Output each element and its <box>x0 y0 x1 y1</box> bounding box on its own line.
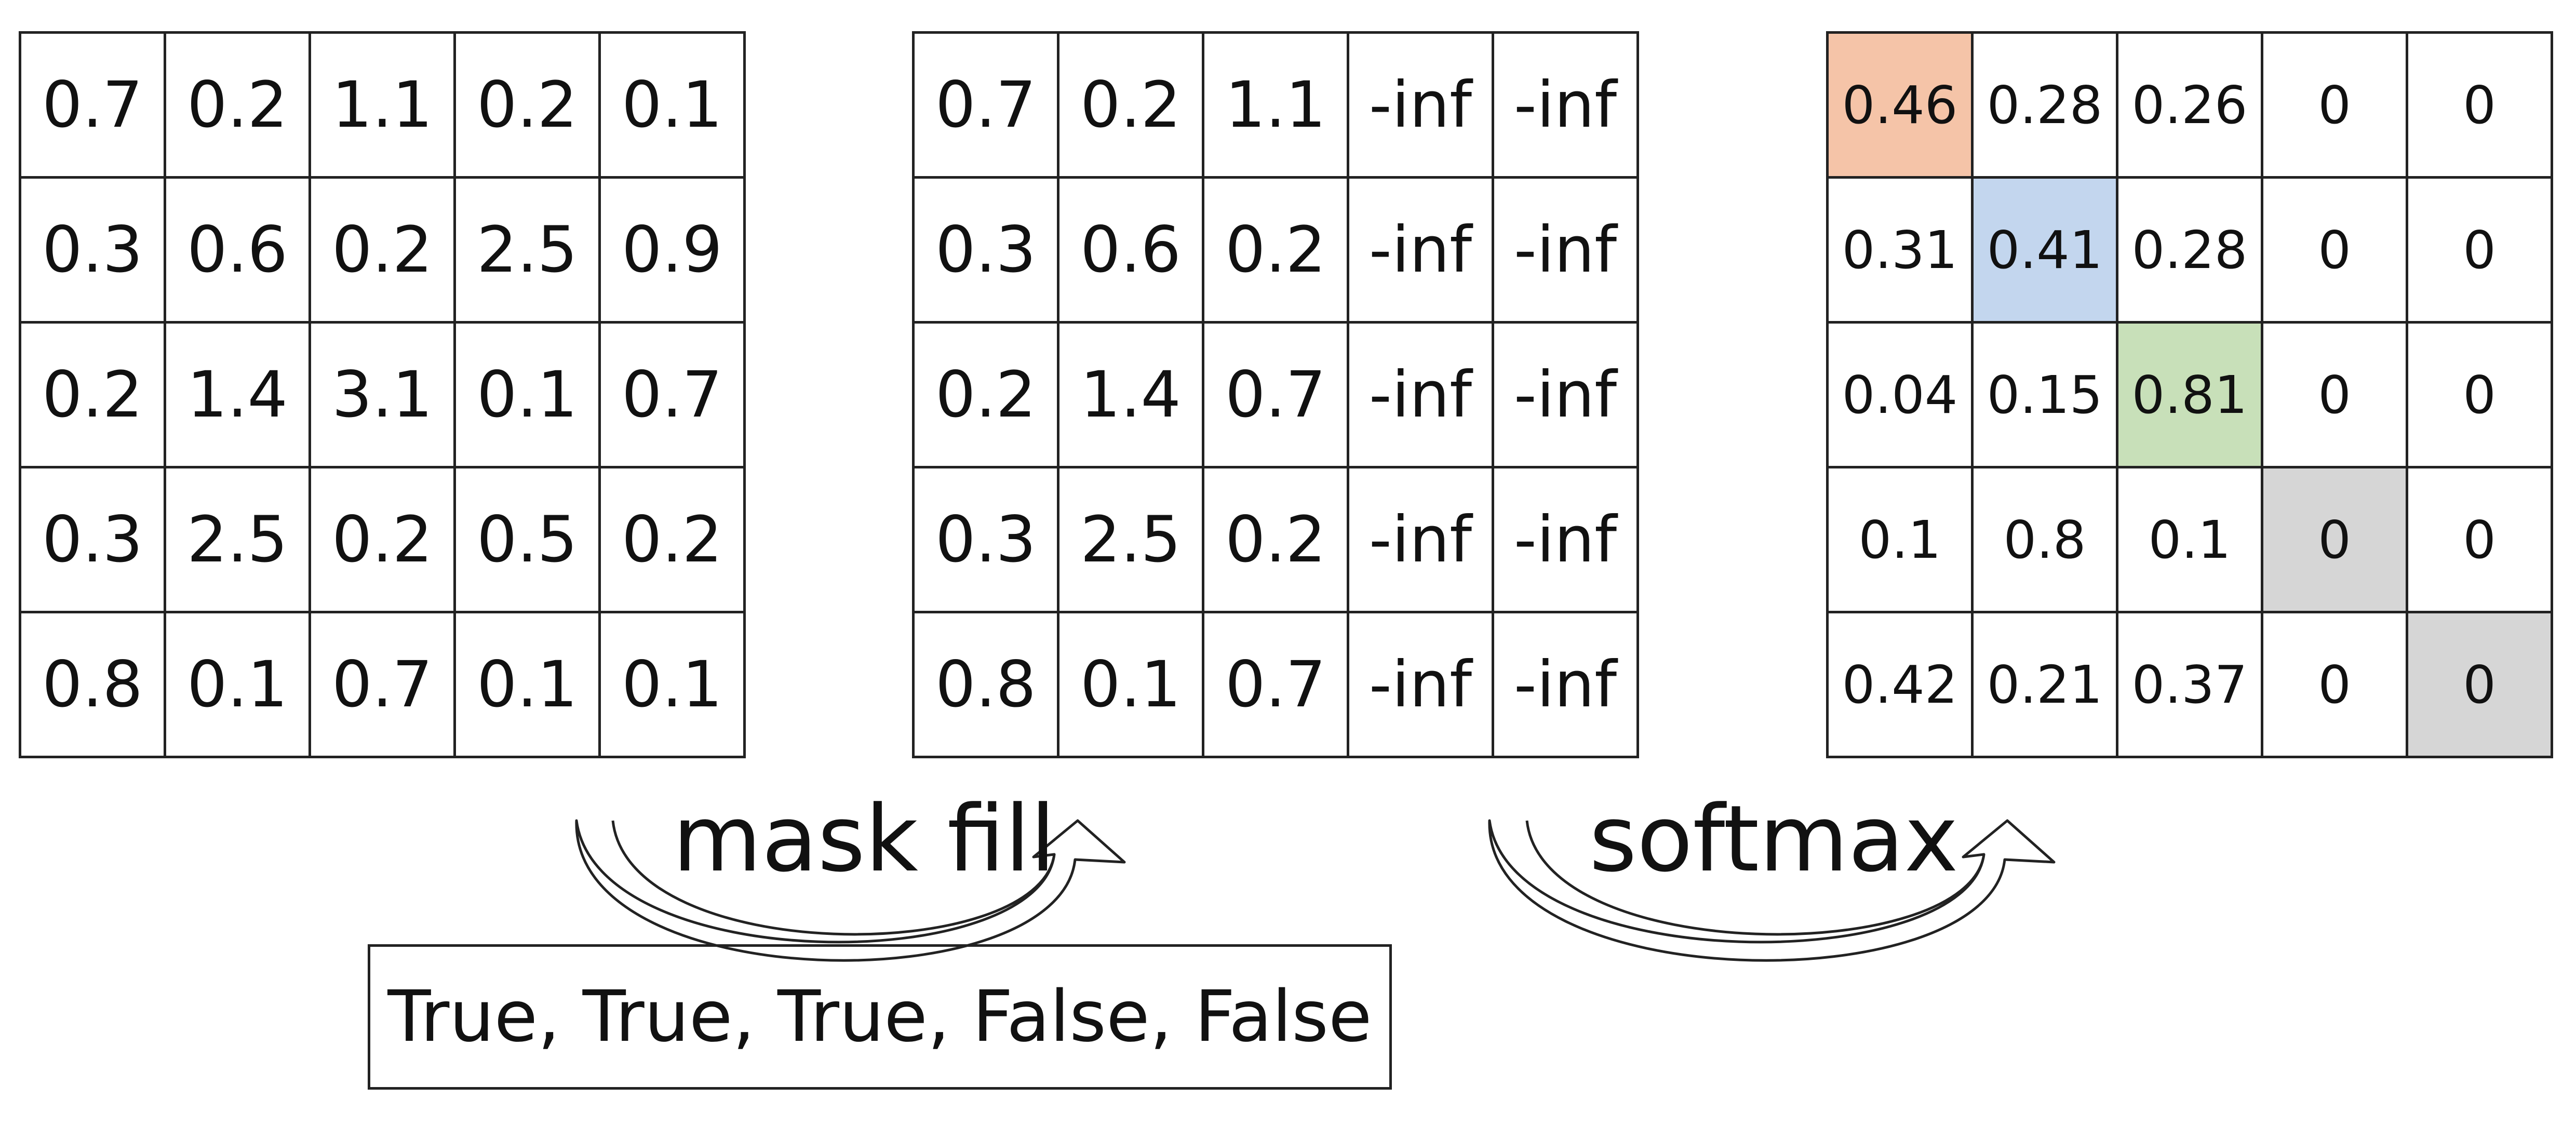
masked-cell: 0.1 <box>1059 613 1204 758</box>
masked-cell: -inf <box>1349 613 1494 758</box>
softmax-cell: 0.21 <box>1974 613 2118 758</box>
softmax-cell: 0.15 <box>1974 324 2118 468</box>
scores-cell: 0.3 <box>21 179 166 324</box>
scores-cell: 0.1 <box>456 324 601 468</box>
softmax-cell: 0.1 <box>2118 468 2263 613</box>
masked-cell: 0.7 <box>915 34 1059 179</box>
masked-cell: -inf <box>1349 324 1494 468</box>
scores-cell: 0.2 <box>456 34 601 179</box>
masked-cell: -inf <box>1349 34 1494 179</box>
scores-cell: 2.5 <box>456 179 601 324</box>
masked-cell: 0.6 <box>1059 179 1204 324</box>
scores-cell: 0.2 <box>21 324 166 468</box>
masked-cell: 0.2 <box>1059 34 1204 179</box>
scores-cell: 0.3 <box>21 468 166 613</box>
masked-cell: 0.2 <box>1204 179 1349 324</box>
softmax-cell: 0 <box>2408 34 2553 179</box>
softmax-label: softmax <box>1589 786 1958 892</box>
softmax-cell: 0.28 <box>2118 179 2263 324</box>
softmax-cell: 0.8 <box>1974 468 2118 613</box>
softmax-cell: 0 <box>2408 179 2553 324</box>
softmax-cell: 0 <box>2408 613 2553 758</box>
mask-fill-arrow-icon <box>575 819 1126 962</box>
scores-cell: 3.1 <box>311 324 456 468</box>
masked-cell: -inf <box>1349 468 1494 613</box>
softmax-cell: 0.81 <box>2118 324 2263 468</box>
scores-cell: 0.9 <box>601 179 746 324</box>
softmax-cell: 0.28 <box>1974 34 2118 179</box>
masked-cell: -inf <box>1494 468 1639 613</box>
softmax-cell: 0.26 <box>2118 34 2263 179</box>
softmax-cell: 0.46 <box>1829 34 1974 179</box>
softmax-cell: 0.1 <box>1829 468 1974 613</box>
scores-cell: 1.4 <box>166 324 311 468</box>
masked-cell: -inf <box>1494 34 1639 179</box>
scores-cell: 0.5 <box>456 468 601 613</box>
scores-cell: 0.2 <box>601 468 746 613</box>
masked-cell: -inf <box>1494 179 1639 324</box>
masked-cell: -inf <box>1494 324 1639 468</box>
masked-cell: 0.2 <box>1204 468 1349 613</box>
softmax-cell: 0.41 <box>1974 179 2118 324</box>
masked-cell: 1.4 <box>1059 324 1204 468</box>
scores-cell: 0.1 <box>456 613 601 758</box>
scores-cell: 0.2 <box>166 34 311 179</box>
scores-cell: 1.1 <box>311 34 456 179</box>
scores-cell: 0.7 <box>601 324 746 468</box>
softmax-cell: 0.31 <box>1829 179 1974 324</box>
softmax-cell: 0.04 <box>1829 324 1974 468</box>
masked-cell: 0.7 <box>1204 613 1349 758</box>
scores-cell: 0.1 <box>601 34 746 179</box>
softmax-cell: 0 <box>2408 468 2553 613</box>
softmax-cell: 0 <box>2408 324 2553 468</box>
scores-cell: 0.6 <box>166 179 311 324</box>
masked-cell: 1.1 <box>1204 34 1349 179</box>
masked-cell: -inf <box>1349 179 1494 324</box>
softmax-cell: 0.37 <box>2118 613 2263 758</box>
masked-cell: 0.3 <box>915 468 1059 613</box>
softmax-cell: 0 <box>2263 613 2408 758</box>
softmax-cell: 0 <box>2263 324 2408 468</box>
masked-cell: 0.3 <box>915 179 1059 324</box>
softmax-arrow-icon <box>1488 819 2056 962</box>
masked-cell: 0.7 <box>1204 324 1349 468</box>
softmax-cell: 0 <box>2263 468 2408 613</box>
masked-cell: 0.8 <box>915 613 1059 758</box>
softmax-cell: 0 <box>2263 34 2408 179</box>
mask-fill-label: mask fill <box>673 786 1056 892</box>
softmax-cell: 0.42 <box>1829 613 1974 758</box>
masked-cell: 0.2 <box>915 324 1059 468</box>
scores-cell: 0.2 <box>311 468 456 613</box>
masked-cell: -inf <box>1494 613 1639 758</box>
scores-cell: 0.1 <box>601 613 746 758</box>
scores-cell: 0.1 <box>166 613 311 758</box>
scores-cell: 0.8 <box>21 613 166 758</box>
scores-cell: 2.5 <box>166 468 311 613</box>
masked-cell: 2.5 <box>1059 468 1204 613</box>
scores-cell: 0.7 <box>21 34 166 179</box>
scores-cell: 0.2 <box>311 179 456 324</box>
mask-vector-text: True, True, True, False, False <box>387 976 1372 1058</box>
softmax-cell: 0 <box>2263 179 2408 324</box>
scores-cell: 0.7 <box>311 613 456 758</box>
mask-vector-box: True, True, True, False, False <box>368 944 1392 1090</box>
